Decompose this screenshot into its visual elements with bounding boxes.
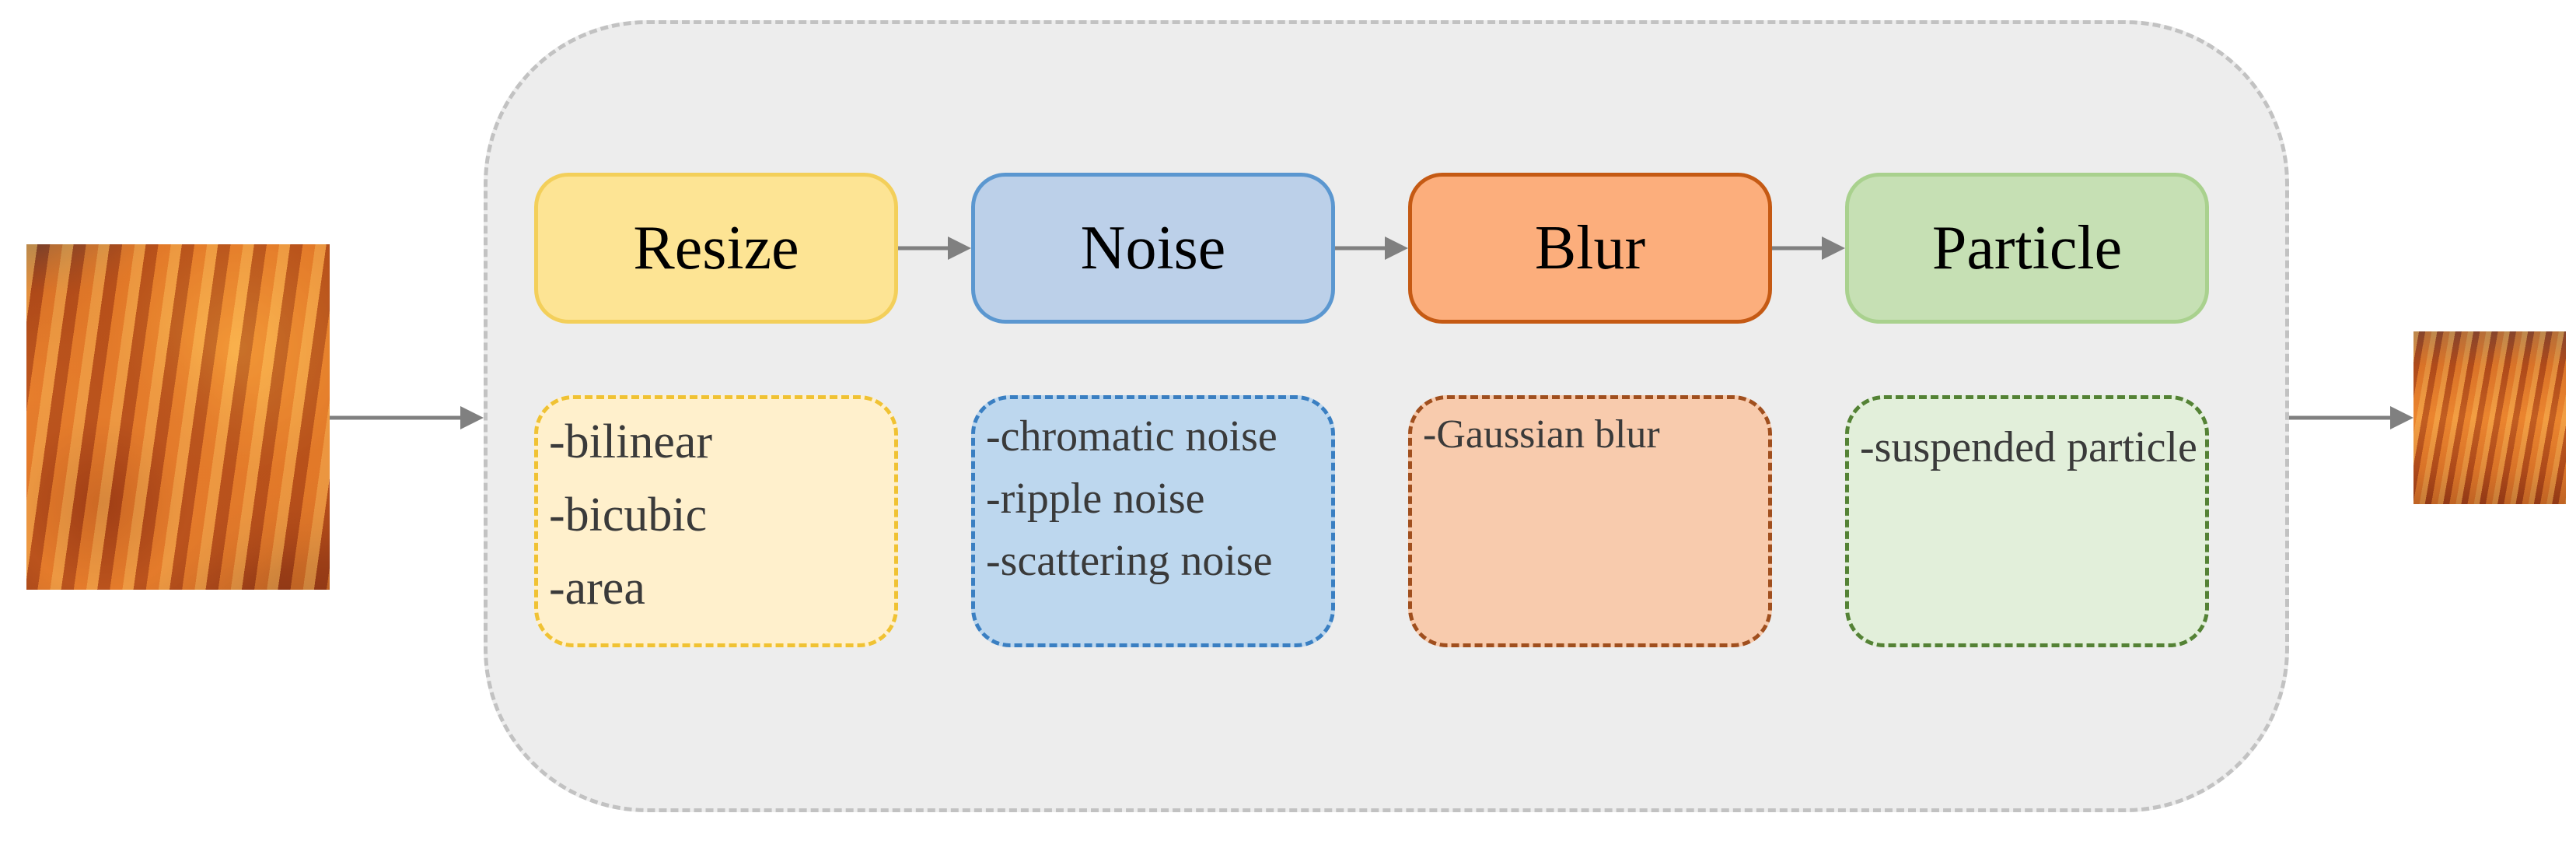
stage-resize-title: Resize xyxy=(633,213,799,282)
stage-particle-box: Particle xyxy=(1845,173,2209,324)
option-item: -suspended particle xyxy=(1860,423,2197,471)
option-item: -area xyxy=(549,562,645,615)
stage-noise-title: Noise xyxy=(1080,213,1226,282)
arrow-blur-to-particle xyxy=(1772,237,1845,260)
stage-particle-title: Particle xyxy=(1931,213,2123,282)
option-item: -Gaussian blur xyxy=(1423,412,1660,457)
stage-resize-box: Resize xyxy=(534,173,898,324)
option-item: -chromatic noise xyxy=(986,412,1278,461)
stage-noise-options: -chromatic noise -ripple noise -scatteri… xyxy=(971,395,1335,647)
stage-particle-options: -suspended particle xyxy=(1845,395,2209,647)
arrow-pipeline-to-output xyxy=(2289,406,2413,429)
stage-resize-options: -bilinear -bicubic -area xyxy=(534,395,898,647)
stage-blur-title: Blur xyxy=(1534,213,1646,282)
arrow-noise-to-blur xyxy=(1335,237,1408,260)
stage-blur-options: -Gaussian blur xyxy=(1408,395,1772,647)
arrow-resize-to-noise xyxy=(898,237,971,260)
option-item: -bilinear xyxy=(549,415,713,468)
arrow-input-to-pipeline xyxy=(330,406,484,429)
input-image xyxy=(26,244,330,590)
option-item: -bicubic xyxy=(549,489,708,541)
output-image xyxy=(2413,331,2566,504)
option-item: -scattering noise xyxy=(986,537,1273,585)
stage-noise-box: Noise xyxy=(971,173,1335,324)
option-item: -ripple noise xyxy=(986,475,1205,523)
stage-blur-box: Blur xyxy=(1408,173,1772,324)
